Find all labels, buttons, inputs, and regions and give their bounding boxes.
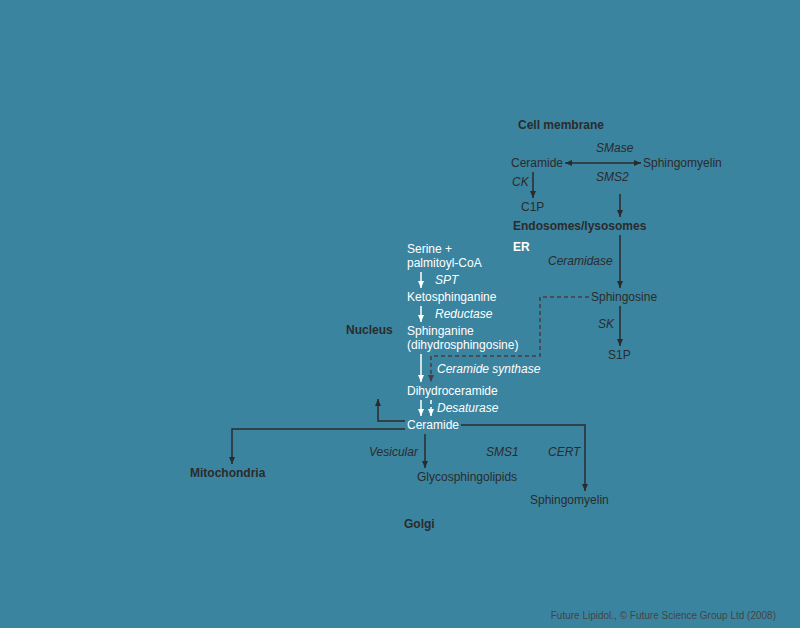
enzyme-label: SK — [598, 318, 614, 331]
mitochondrion-inner — [277, 456, 356, 511]
metabolite-name: S1P — [608, 348, 631, 362]
mitochondrion-outer — [268, 447, 367, 522]
organelle-name: Mitochondria — [190, 466, 265, 480]
organelle-label: Endosomes/lysosomes — [513, 219, 646, 233]
enzyme-label: Reductase — [435, 308, 492, 321]
metabolite: Ketosphinganine — [407, 290, 496, 304]
cytoplasm — [0, 26, 782, 628]
metabolite: Ceramide — [407, 418, 459, 432]
cell-membrane-outline — [0, 8, 800, 628]
metabolite-name: C1P — [521, 200, 544, 214]
enzyme-label: CERT — [548, 446, 580, 459]
mitochondrion — [268, 447, 367, 522]
pathway-arrow — [532, 172, 534, 198]
metabolite-name: Ceramide — [511, 156, 563, 170]
metabolite: Ceramide — [511, 156, 563, 170]
metabolite-name: Dihydroceramide — [407, 384, 498, 398]
enzyme-label: CK — [512, 176, 529, 189]
pathway-arrow — [619, 235, 621, 288]
metabolite-name: Sphingosine — [591, 290, 657, 304]
enzyme-label: Ceramidase — [548, 255, 613, 268]
membrane-edge — [0, 560, 580, 628]
metabolite-name: Sphinganine (dihydrosphingosine) — [407, 324, 532, 352]
metabolite-name: Serine + palmitoyl-CoA — [407, 242, 502, 270]
golgi-region: Golgi GlycosphingolipidsSphingomyelin — [398, 462, 620, 554]
pathway-arrow — [565, 162, 641, 164]
metabolite-name: Sphingomyelin — [643, 156, 722, 170]
golgi-stacks — [362, 555, 560, 603]
enzyme-label: Desaturase — [437, 402, 498, 415]
pathway-arrow — [420, 306, 422, 322]
pathway-arrow — [420, 400, 422, 416]
golgi-cisterna — [362, 555, 560, 572]
metabolite-name: Glycosphingolipids — [417, 470, 517, 484]
endosome-blob — [658, 204, 714, 254]
metabolite: Sphingomyelin — [643, 156, 722, 170]
copyright-caption: Future Lipidol., © Future Science Group … — [551, 610, 776, 622]
metabolite: Dihydroceramide — [407, 384, 498, 398]
golgi-cisterna — [380, 588, 546, 603]
organelle-label: Mitochondria — [190, 466, 265, 480]
metabolite-name: Ceramide — [407, 418, 459, 432]
organelle-name: Nucleus — [346, 323, 393, 337]
pathway-arrow — [619, 194, 621, 217]
metabolite: Sphingomyelin — [530, 493, 609, 507]
metabolite-name: Sphingomyelin — [530, 493, 609, 507]
pathway-arrow — [424, 434, 426, 468]
membrane-cross-section — [0, 560, 580, 628]
enzyme-label: Ceramide synthase — [437, 363, 540, 376]
golgi-cisterna — [370, 571, 554, 588]
metabolite: Sphinganine (dihydrosphingosine) — [407, 324, 532, 352]
metabolite-name: Ketosphinganine — [407, 290, 496, 304]
enzyme-label: SMS2 — [596, 171, 629, 184]
cut-plane-shading — [0, 215, 782, 628]
metabolite: S1P — [608, 348, 631, 362]
pathway-arrow — [420, 272, 422, 288]
organelle-name: Endosomes/lysosomes — [513, 219, 646, 233]
enzyme-label: SMase — [596, 142, 633, 155]
pathway-arrow — [420, 354, 422, 382]
enzyme-label: Vesicular — [369, 446, 418, 459]
metabolite: Serine + palmitoyl-CoA — [407, 242, 502, 270]
enzyme-label: SPT — [435, 274, 458, 287]
pathway-arrow — [378, 399, 405, 421]
region-heading: Golgi — [404, 517, 435, 531]
mitochondrion-cristae — [283, 464, 351, 504]
enzyme-label: SMS1 — [486, 446, 519, 459]
metabolite: Sphingosine — [591, 290, 657, 304]
pathway-arrow — [619, 306, 621, 346]
region-heading: ER — [513, 240, 530, 254]
metabolite: Glycosphingolipids — [417, 470, 517, 484]
metabolite: C1P — [521, 200, 544, 214]
pathway-arrow — [430, 400, 432, 416]
region-heading: Cell membrane — [518, 118, 604, 132]
